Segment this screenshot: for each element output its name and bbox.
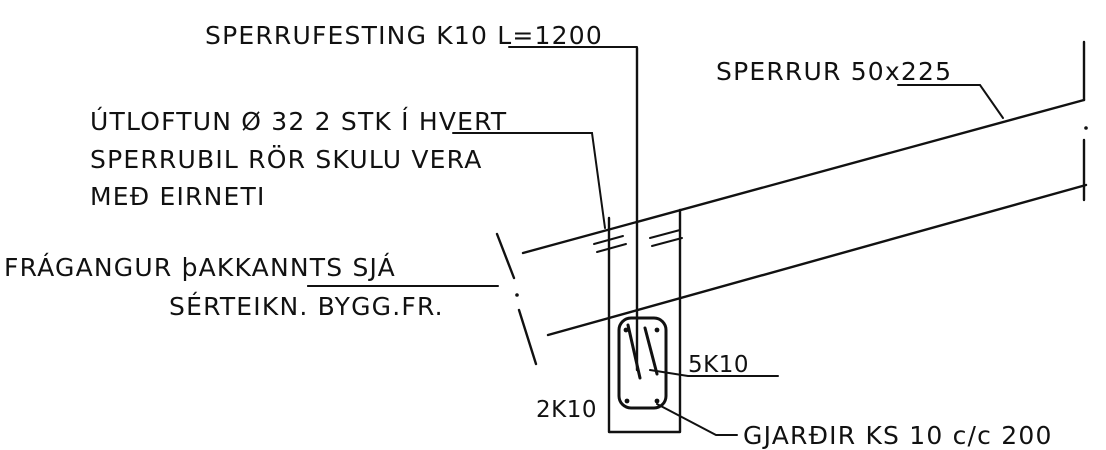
label-fragangur-line2: SÉRTEIKN. BYGG.FR.: [169, 292, 444, 321]
stirrup: [617, 316, 668, 410]
label-sperrur: SPERRUR 50x225: [716, 57, 952, 86]
label-rebar-top: 5K10: [688, 352, 749, 378]
leader-gjardir: [656, 403, 738, 436]
vent-tick-4: [651, 237, 683, 247]
left-break-line-lower: [517, 308, 538, 366]
vent-tick-3: [649, 229, 681, 239]
label-sperrufesting: SPERRUFESTING K10 L=1200: [205, 21, 603, 50]
vent-tick-1: [593, 235, 624, 245]
vent-tick-2: [596, 243, 627, 253]
rebar-dot-1: [623, 327, 629, 333]
left-break-line-upper: [495, 232, 516, 280]
beam-outline: [607, 208, 682, 434]
label-utloftun-line2: SPERRUBIL RÖR SKULU VERA: [90, 145, 483, 174]
label-rebar-bottom: 2K10: [536, 397, 597, 423]
right-break-dot: [1084, 126, 1088, 130]
rebar-dot-4: [654, 398, 660, 404]
label-fragangur-line1: FRÁGANGUR þAKKANNTS SJÁ: [4, 253, 396, 282]
rebar-dot-3: [624, 398, 630, 404]
label-utloftun-line1: ÚTLOFTUN Ø 32 2 STK Í HVERT: [90, 106, 507, 136]
label-utloftun-line3: MEÐ EIRNETI: [90, 182, 266, 211]
label-stirrups: GJARÐIR KS 10 c/c 200: [743, 421, 1053, 450]
leader-5k10: [649, 369, 779, 377]
stirrup-hook-2: [643, 326, 659, 376]
leader-sperrur: [897, 84, 1004, 119]
rafter-top-line: [521, 98, 1086, 255]
left-break-dot: [515, 293, 519, 297]
leader-utloftun: [452, 132, 606, 229]
rafter-bottom-line: [546, 183, 1088, 337]
rebar-dot-2: [654, 327, 660, 333]
